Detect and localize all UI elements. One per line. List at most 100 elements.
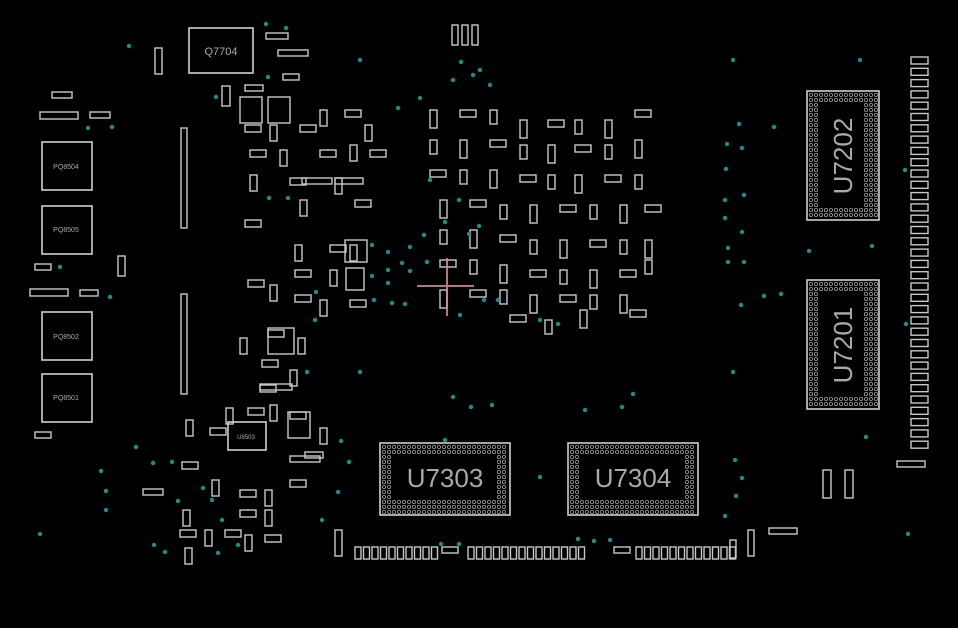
bga-ball: [670, 449, 675, 454]
bga-ball: [864, 391, 869, 396]
component-pq8504[interactable]: PQ8504: [41, 141, 93, 191]
smd-pad: [574, 144, 592, 153]
bga-ball: [381, 449, 386, 454]
bga-ball: [690, 469, 695, 474]
bga-ball: [869, 147, 874, 152]
bga-ball: [501, 454, 506, 459]
bga-ball: [844, 212, 849, 217]
smd-pad: [569, 546, 577, 560]
bga-ball: [386, 444, 391, 449]
bga-ball: [416, 444, 421, 449]
bga-ball: [451, 504, 456, 509]
bga-ball: [441, 499, 446, 504]
smd-pad: [910, 271, 929, 280]
component-u7201[interactable]: U7201: [806, 279, 880, 410]
via-dot: [200, 485, 206, 491]
component-u7202[interactable]: U7202: [806, 90, 880, 221]
bga-ball: [406, 444, 411, 449]
bga-ball: [690, 494, 695, 499]
component-u8503[interactable]: U8503: [227, 421, 267, 451]
bga-ball: [496, 459, 501, 464]
bga-ball: [575, 459, 580, 464]
via-dot: [739, 229, 745, 235]
bga-ball: [655, 449, 660, 454]
smd-pad: [259, 383, 293, 391]
bga-ball: [814, 177, 819, 182]
bga-ball: [436, 509, 441, 514]
bga-ball: [486, 509, 491, 514]
bga-ball: [496, 484, 501, 489]
smd-pad: [388, 546, 396, 560]
pq8501-label: PQ8501: [53, 395, 79, 402]
smd-pad: [604, 144, 613, 160]
bga-ball: [809, 93, 814, 98]
bga-ball: [426, 509, 431, 514]
bga-ball: [819, 98, 824, 103]
bga-ball: [391, 444, 396, 449]
bga-ball: [874, 386, 879, 391]
bga-ball: [421, 504, 426, 509]
bga-ball: [501, 509, 506, 514]
u7303-label: U7303: [407, 463, 484, 493]
bga-ball: [391, 449, 396, 454]
bga-ball: [864, 197, 869, 202]
bga-ball: [501, 494, 506, 499]
via-dot: [487, 82, 493, 88]
bga-ball: [814, 346, 819, 351]
bga-ball: [570, 444, 575, 449]
bga-ball: [814, 351, 819, 356]
bga-ball: [814, 371, 819, 376]
bga-ball: [381, 504, 386, 509]
component-q7704[interactable]: Q7704: [188, 27, 254, 74]
smd-pad: [344, 239, 368, 263]
bga-ball: [844, 98, 849, 103]
bga-ball: [456, 444, 461, 449]
component-u7304[interactable]: U7304: [567, 442, 699, 516]
bga-ball: [874, 381, 879, 386]
bga-ball: [809, 291, 814, 296]
smd-pad: [451, 24, 459, 46]
smd-pad: [589, 239, 607, 248]
bga-ball: [690, 504, 695, 509]
bga-ball: [839, 396, 844, 401]
bga-ball: [585, 449, 590, 454]
via-dot: [739, 475, 745, 481]
smd-pad: [396, 546, 405, 560]
bga-ball: [829, 93, 834, 98]
bga-ball: [580, 499, 585, 504]
bga-ball: [869, 296, 874, 301]
bga-ball: [575, 479, 580, 484]
smd-pad: [259, 384, 277, 393]
via-dot: [456, 197, 462, 203]
smd-pad: [294, 294, 312, 303]
bga-ball: [570, 484, 575, 489]
bga-ball: [605, 509, 610, 514]
bga-ball: [814, 321, 819, 326]
bga-ball: [869, 291, 874, 296]
bga-ball: [834, 401, 839, 406]
component-u7303[interactable]: U7303: [379, 442, 511, 516]
component-pq8502[interactable]: PQ8502: [41, 311, 93, 361]
bga-ball: [854, 286, 859, 291]
smd-pad: [142, 488, 164, 496]
bga-ball: [446, 504, 451, 509]
bga-ball: [809, 281, 814, 286]
component-pq8501[interactable]: PQ8501: [41, 373, 93, 423]
bga-ball: [670, 509, 675, 514]
via-dot: [450, 77, 456, 83]
bga-ball: [834, 396, 839, 401]
bga-ball: [869, 172, 874, 177]
bga-ball: [690, 484, 695, 489]
bga-ball: [849, 281, 854, 286]
via-dot: [57, 264, 63, 270]
bga-ball: [864, 127, 869, 132]
bga-ball: [864, 326, 869, 331]
smd-pad: [910, 350, 929, 359]
via-dot: [263, 21, 269, 27]
via-dot: [312, 317, 318, 323]
smd-pad: [369, 149, 387, 158]
smd-pad: [489, 169, 498, 189]
bga-ball: [864, 371, 869, 376]
component-pq8505[interactable]: PQ8505: [41, 205, 93, 255]
